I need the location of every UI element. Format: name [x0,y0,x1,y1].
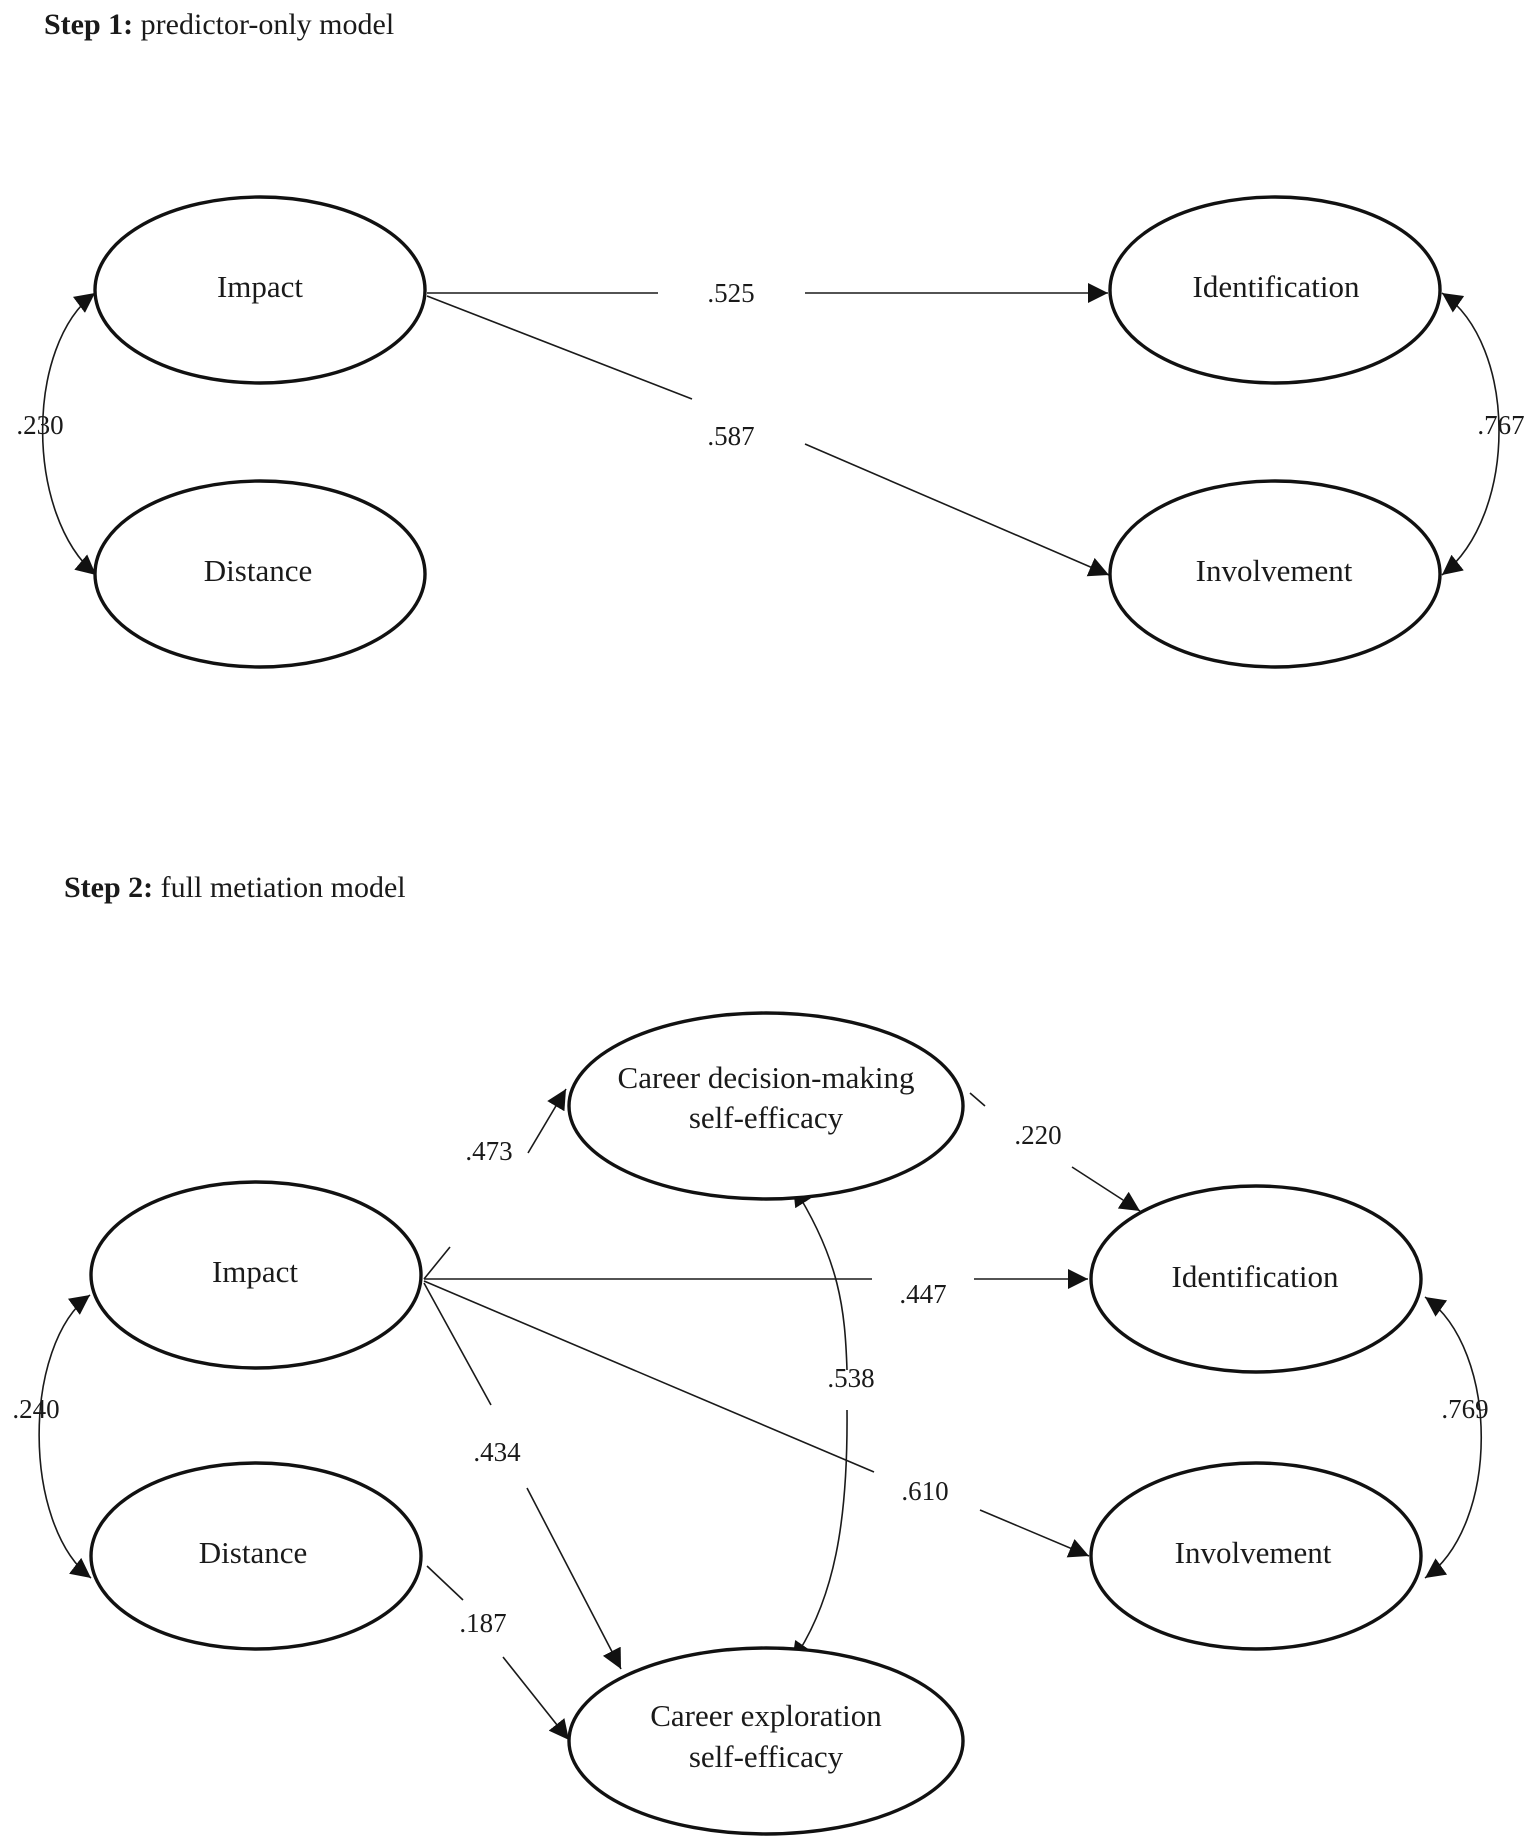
step1-node-involvement-label: Involvement [1196,553,1353,588]
step2-node-cdmse: Career decision-making self-efficacy [567,1011,965,1201]
step2-covariance-cdmse-cese-lower [791,1409,848,1663]
step2-path-impact-involvement-segment [423,1280,875,1473]
step2-coef-impact-involvement: .610 [901,1476,948,1506]
step2-coef-identification-involvement: .769 [1441,1394,1488,1424]
step1-node-involvement: Involvement [1108,479,1442,669]
step2-path-impact-cese-arrow [526,1487,622,1670]
step2-path-cdmse-identification-arrow [1071,1166,1141,1212]
step2-covariance-impact-distance [38,1294,92,1579]
step2-node-distance-label: Distance [199,1535,307,1570]
step2-coef-distance-cese: .187 [459,1608,506,1638]
step2-path-impact-cdmse-arrow [527,1088,567,1154]
step2-node-cese-label-line1: Career exploration [650,1698,882,1733]
step1-node-impact: Impact [93,195,427,385]
step1-covariance-impact-distance [41,292,97,576]
step2-path-cdmse-identification-segment [969,1092,986,1107]
step2-path-distance-cese-arrow [502,1656,570,1741]
step1-node-distance-ellipse [93,479,427,669]
step1-coef-impact-involvement: .587 [707,421,754,451]
step2-node-impact: Impact [89,1180,423,1370]
step1-coef-identification-involvement: .767 [1477,410,1524,440]
step1-coef-impact-identification: .525 [707,278,754,308]
step2-model: Step 2: full metiation model Career deci… [12,871,1489,1836]
step2-node-cdmse-label-line2: self-efficacy [689,1100,844,1135]
step2-node-identification-label: Identification [1172,1259,1339,1294]
step2-node-identification-ellipse [1089,1184,1423,1374]
step1-heading-bold: Step 1: [44,8,133,41]
step2-node-cdmse-label-line1: Career decision-making [618,1060,915,1095]
step2-path-impact-cese-segment [423,1282,492,1406]
step1-path-impact-involvement-arrow [804,443,1110,577]
step2-heading: Step 2: full metiation model [64,871,406,904]
step2-coef-impact-identification: .447 [899,1279,946,1309]
step2-node-involvement-ellipse [1089,1461,1423,1651]
step1-node-distance: Distance [93,479,427,669]
step2-heading-rest: full metiation model [153,871,405,904]
step2-node-involvement: Involvement [1089,1461,1423,1651]
step2-node-cese-ellipse [567,1646,965,1836]
step1-coef-impact-distance: .230 [16,410,63,440]
step1-node-identification-label: Identification [1193,269,1360,304]
step2-coef-impact-distance: .240 [12,1394,59,1424]
step1-heading: Step 1: predictor-only model [44,8,394,41]
step2-node-distance-ellipse [89,1461,423,1651]
step2-coef-cdmse-identification: .220 [1014,1120,1061,1150]
step1-model: Step 1: predictor-only model Impact Dist… [16,8,1525,669]
step1-node-identification-ellipse [1108,195,1442,385]
step1-node-distance-label: Distance [204,553,312,588]
step2-node-cdmse-ellipse [567,1011,965,1201]
step2-node-impact-ellipse [89,1180,423,1370]
step2-node-cese-label-line2: self-efficacy [689,1739,844,1774]
step2-coef-impact-cdmse: .473 [465,1136,512,1166]
step1-path-impact-involvement-segment [426,295,693,400]
step2-node-cese: Career exploration self-efficacy [567,1646,965,1836]
step1-covariance-identification-involvement [1441,292,1500,576]
step2-path-impact-cdmse-segment [423,1246,451,1280]
step2-path-distance-cese-segment [426,1565,464,1601]
step2-coef-impact-cese: .434 [473,1437,521,1467]
step2-path-impact-involvement-arrow [979,1509,1090,1558]
step2-node-identification: Identification [1089,1184,1423,1374]
step2-covariance-identification-involvement [1424,1296,1482,1579]
step1-heading-rest: predictor-only model [133,8,394,41]
step1-node-involvement-ellipse [1108,479,1442,669]
step2-node-impact-label: Impact [212,1254,298,1289]
step2-coef-cdmse-cese: .538 [827,1363,874,1393]
step1-node-identification: Identification [1108,195,1442,385]
step2-covariance-cdmse-cese-upper [792,1185,848,1371]
step2-node-involvement-label: Involvement [1175,1535,1332,1570]
step1-node-impact-ellipse [93,195,427,385]
step2-node-distance: Distance [89,1461,423,1651]
step2-heading-bold: Step 2: [64,871,153,904]
step1-node-impact-label: Impact [217,269,303,304]
